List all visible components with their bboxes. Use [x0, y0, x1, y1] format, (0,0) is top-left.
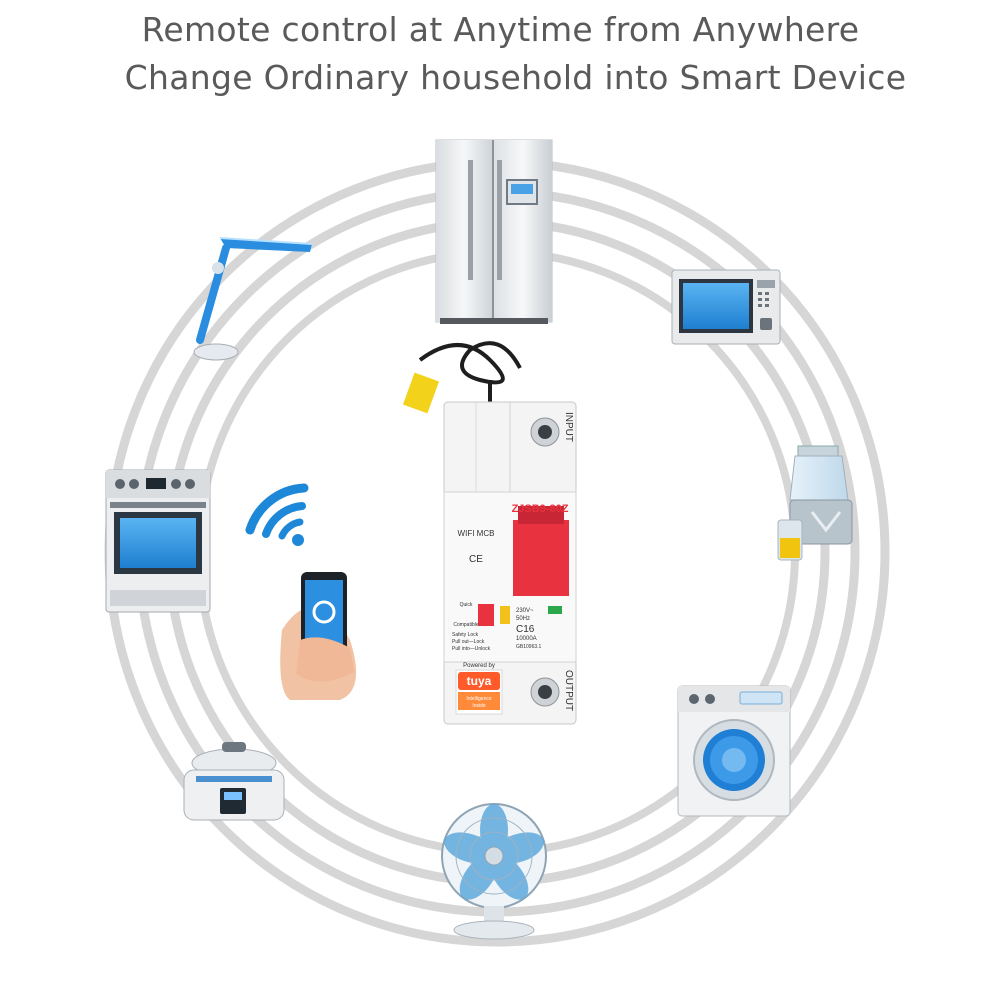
headline-line-2: Change Ordinary household into Smart Dev…: [124, 58, 907, 97]
quick-label: Quick: [460, 602, 473, 608]
cable-tag: [402, 372, 440, 414]
smartphone-icon: [280, 572, 357, 700]
breaking-capacity: 10000A: [516, 636, 537, 642]
breaker-model: ZJSB9-80Z: [512, 503, 569, 515]
wifi-icon: [245, 483, 309, 546]
rating-voltage: 230V~: [516, 608, 534, 614]
lock-line-1: Safety Lock: [452, 632, 479, 638]
standard-code: GB10963.1: [516, 644, 542, 650]
output-label: OUTPUT: [563, 670, 574, 711]
brand-sub-1: Intelligence: [466, 696, 492, 702]
lock-line-3: Pull into—Unlock: [452, 646, 491, 652]
juicer-icon: [777, 445, 853, 561]
signal-cable: [418, 341, 522, 402]
input-label: INPUT: [563, 412, 574, 442]
ce-mark: CE: [469, 554, 483, 565]
brand-logo: tuya: [467, 674, 492, 688]
lock-line-2: Pull out—Lock: [452, 639, 485, 645]
headline-line-1: Remote control at Anytime from Anywhere: [141, 10, 860, 49]
rating-frequency: 50Hz: [516, 616, 530, 622]
fan-icon: [441, 803, 547, 940]
brand-sub-2: Inside: [472, 703, 486, 709]
rating-current: C16: [516, 624, 535, 635]
breaker-type: WIFI MCB: [458, 529, 495, 538]
refrigerator-icon: [435, 139, 553, 324]
microwave-icon: [671, 269, 781, 345]
rice-cooker-icon: [183, 742, 285, 821]
wifi-breaker: [443, 401, 577, 725]
powered-by: Powered by: [463, 663, 495, 669]
oven-icon: [105, 469, 211, 613]
desk-lamp-icon: [193, 237, 313, 361]
compatible-label: Compatible: [453, 622, 479, 628]
washing-machine-icon: [677, 685, 791, 817]
